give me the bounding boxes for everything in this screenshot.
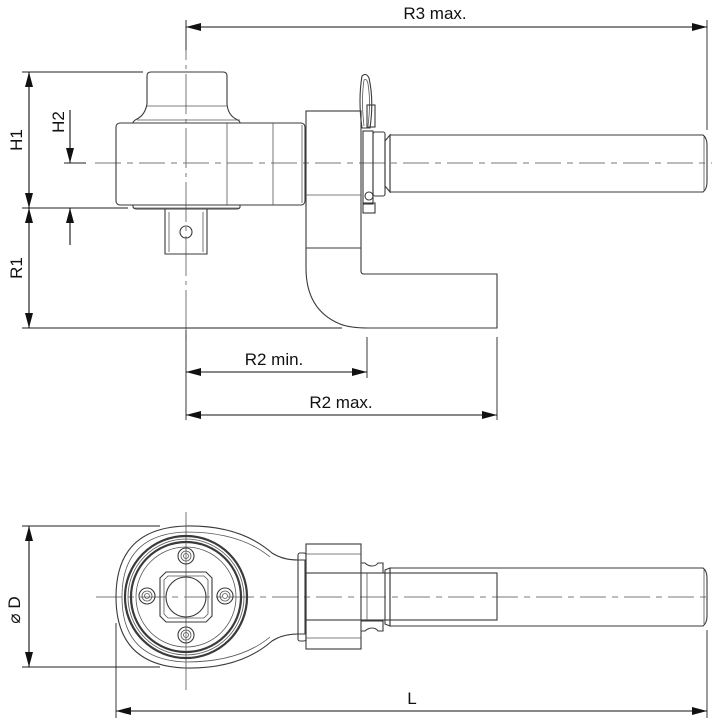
square-drive: [164, 209, 208, 255]
body-bottom-flange: [132, 205, 241, 210]
r2max-label: R2 max.: [309, 393, 372, 412]
square-drive-pin-hole: [179, 225, 193, 239]
r3-arrow-right: [692, 23, 707, 31]
head-inner-profile: [121, 531, 271, 663]
r1-arrow-bottom: [25, 313, 33, 328]
spring-clip-inner: [362, 79, 370, 127]
drive-circle: [165, 576, 207, 618]
h2-label: H2: [49, 111, 68, 133]
outer-ring-2: [127, 538, 245, 656]
clip-holder: [366, 104, 376, 128]
l-arrow-left: [116, 707, 131, 715]
r2min-arrow-left: [186, 368, 201, 376]
top-handle: [389, 567, 708, 627]
outer-ring: [123, 534, 249, 660]
reaction-arm: [305, 248, 498, 329]
l-label: L: [407, 689, 416, 708]
handle-taper: [384, 133, 391, 194]
handle: [389, 134, 708, 193]
square-socket: [159, 571, 213, 623]
r1-arrow-top: [25, 208, 33, 223]
l-arrow-right: [692, 707, 707, 715]
side-view: R3 max. H1 R1 H2 R2 min. R2 max.: [7, 4, 712, 420]
r1-label: R1: [7, 257, 26, 279]
retaining-ring: [372, 131, 386, 197]
bolt-left: [138, 587, 156, 605]
top-view: ⌀ D L: [5, 512, 712, 718]
d-arrow-top: [25, 526, 33, 541]
r3-label: R3 max.: [403, 4, 466, 23]
square-socket-inner: [163, 575, 209, 619]
r3-arrow-left: [186, 23, 201, 31]
h1-arrow-top: [25, 72, 33, 87]
r2max-arrow-right: [482, 411, 497, 419]
flange-hole: [364, 191, 374, 201]
bolt-top: [177, 547, 195, 565]
ratchet-body: [115, 122, 306, 206]
r2min-arrow-right: [352, 368, 367, 376]
head-outer-profile: [115, 525, 306, 669]
collar-block: [305, 110, 362, 249]
r2min-label: R2 min.: [245, 350, 304, 369]
spring-clip: [359, 73, 373, 129]
d-arrow-bottom: [25, 652, 33, 667]
bolt-bottom: [177, 626, 195, 644]
h1-label: H1: [7, 129, 26, 151]
h2-arrow-up: [66, 208, 74, 223]
d-label: ⌀ D: [5, 596, 24, 623]
top-clip-lower: [361, 620, 384, 632]
head-cap: [132, 71, 241, 124]
inner-ring: [135, 546, 237, 648]
h1-arrow-bottom: [25, 193, 33, 208]
bolt-right: [216, 587, 234, 605]
middle-ring: [129, 540, 243, 654]
flange-tab: [362, 202, 376, 214]
h2-arrow-down: [66, 148, 74, 163]
top-clip-upper: [361, 562, 384, 574]
r2max-arrow-left: [186, 411, 201, 419]
handle-insert: [305, 572, 498, 621]
